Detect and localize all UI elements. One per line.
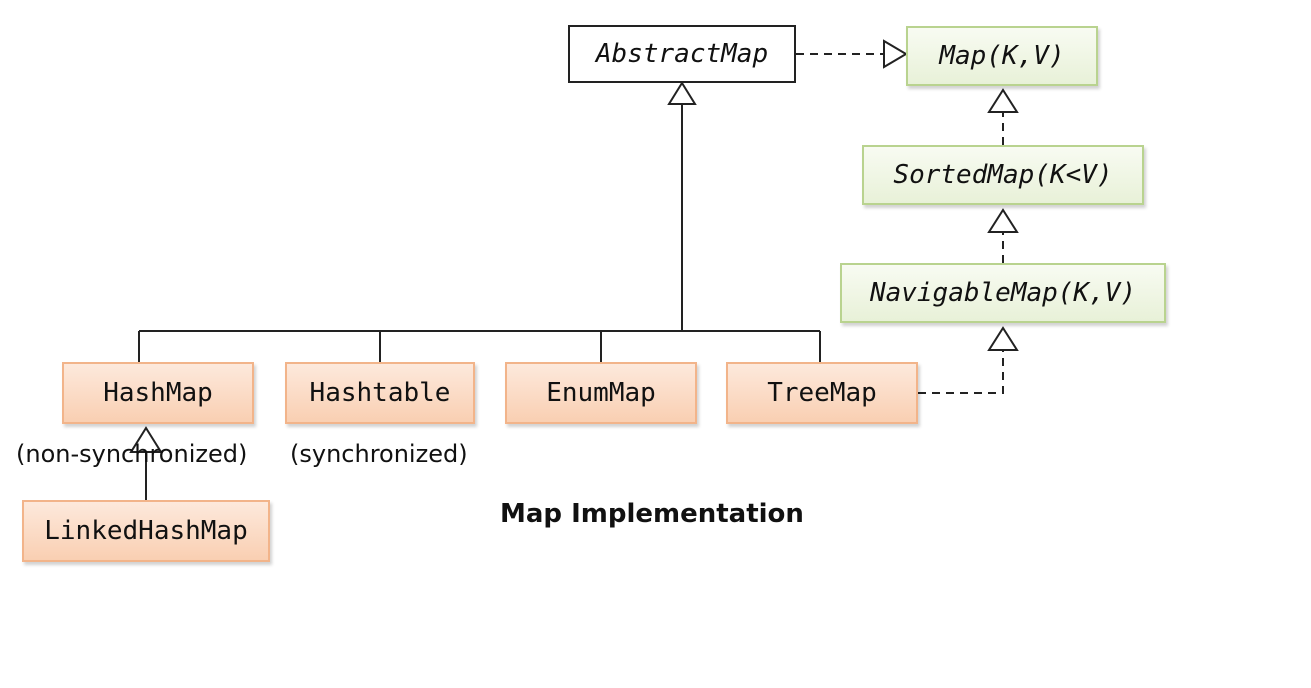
node-map: Map(K,V) [906, 26, 1098, 86]
node-hashtable: Hashtable [285, 362, 475, 424]
arrowhead-hashmap [129, 426, 163, 453]
arrowhead-sortedmap [987, 208, 1019, 233]
note-hash-map: (non-synchronized) [16, 440, 248, 468]
arrowhead-map [883, 39, 908, 69]
node-navigable-map: NavigableMap(K,V) [840, 263, 1166, 323]
node-sorted-map: SortedMap(K<V) [862, 145, 1144, 205]
node-enum-map: EnumMap [505, 362, 697, 424]
arrowhead-navigablemap [987, 326, 1019, 351]
node-hash-map: HashMap [62, 362, 254, 424]
arrowhead-abstractmap [667, 81, 697, 105]
arrowhead-map-bottom [987, 88, 1019, 113]
node-abstract-map: AbstractMap [568, 25, 796, 83]
edge-treemap-navigablemap [918, 350, 1004, 394]
diagram-caption: Map Implementation [500, 499, 804, 529]
node-tree-map: TreeMap [726, 362, 918, 424]
node-linked-hash-map: LinkedHashMap [22, 500, 270, 562]
note-hashtable: (synchronized) [290, 440, 468, 468]
